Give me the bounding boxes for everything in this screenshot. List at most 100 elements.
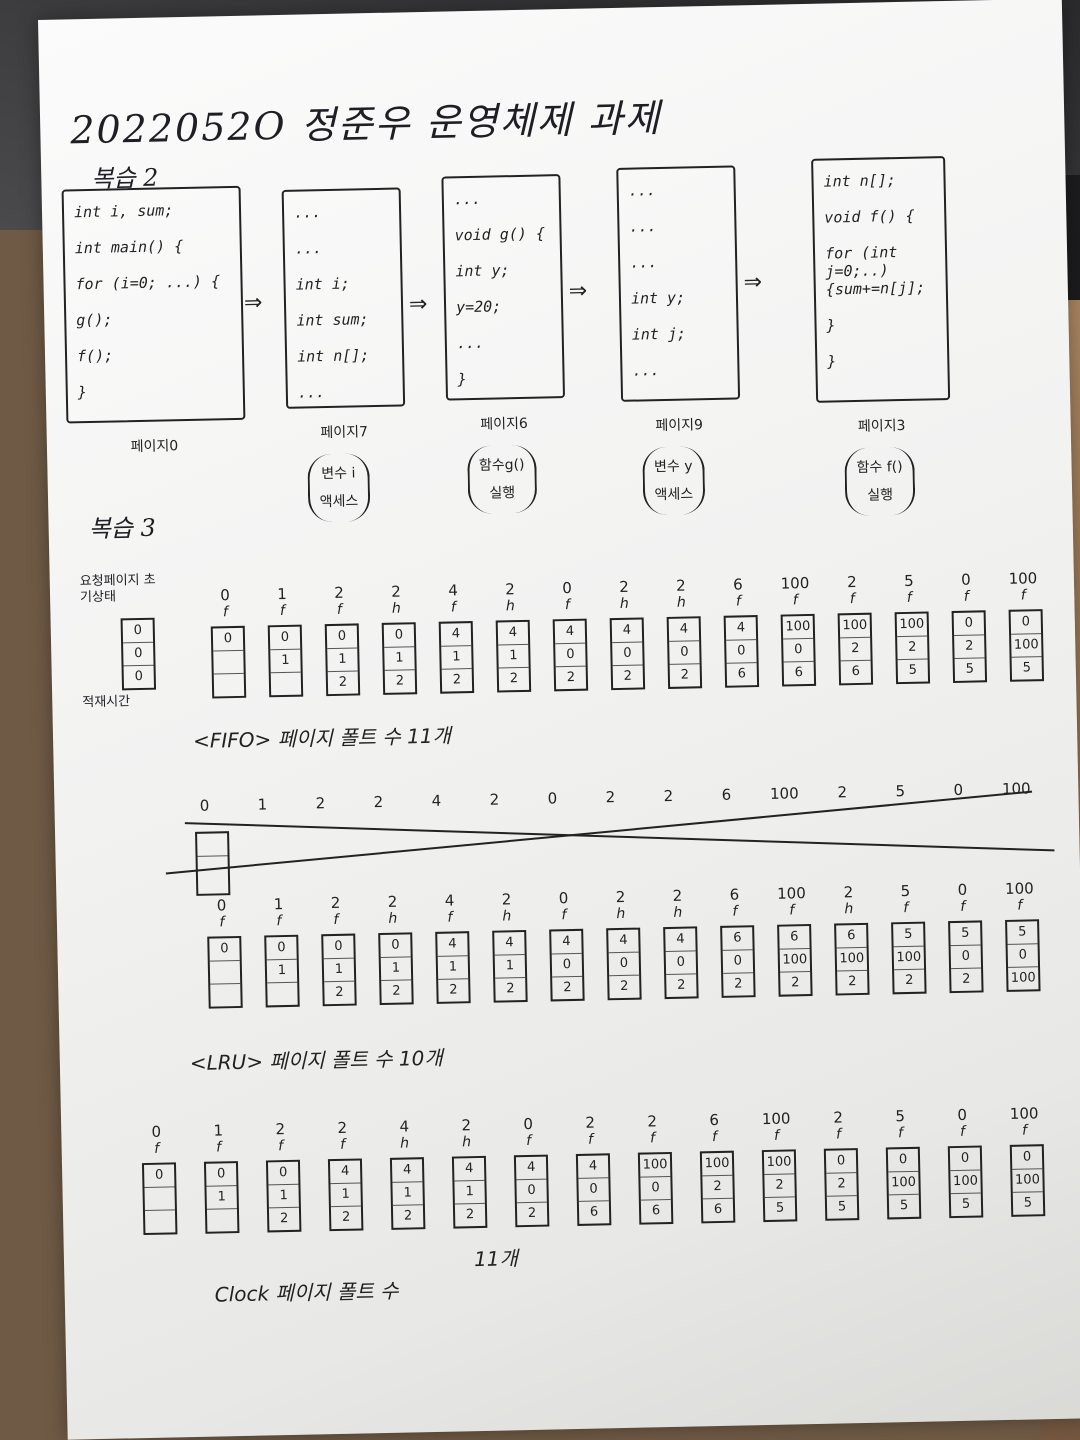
crossed-reference: 4 xyxy=(431,791,442,810)
frame-slot: 0 xyxy=(144,1164,175,1189)
frame-column: 0 xyxy=(207,935,243,1009)
hit-fault-mark: f xyxy=(219,914,225,931)
frame-slot: 5 xyxy=(1023,1195,1033,1211)
hit-fault-mark: f xyxy=(732,903,738,920)
access-note: 함수g()실행 xyxy=(466,444,538,515)
frame-slot: 0 xyxy=(266,936,297,961)
page-label: 페이지3 xyxy=(857,417,906,435)
code-line: ... xyxy=(628,181,656,200)
frame-slot: 2 xyxy=(702,1175,733,1200)
reference-value: 100 xyxy=(1004,879,1034,898)
frame-slot: 4 xyxy=(668,618,700,642)
frame-slot: 4 xyxy=(725,617,757,641)
reference-value: 2 xyxy=(843,883,854,902)
frame-slot: 0 xyxy=(1011,1146,1043,1170)
arrow-icon: ⇒ xyxy=(243,290,263,316)
hit-fault-mark: h xyxy=(505,598,515,615)
reference-value: 2 xyxy=(619,577,629,596)
hit-fault-mark: f xyxy=(279,602,286,620)
frame-slot: 6 xyxy=(722,927,753,951)
arrow-icon: ⇒ xyxy=(568,278,588,304)
hit-fault-mark: f xyxy=(711,1129,718,1146)
frame-slot: 1 xyxy=(330,1183,361,1208)
reference-value: 2 xyxy=(337,1118,348,1137)
reference-value: 2 xyxy=(672,886,683,905)
frame-slot: 4 xyxy=(551,930,582,955)
frame-slot: 100 xyxy=(893,946,925,971)
frame-slot: 100 xyxy=(763,1151,795,1176)
note-line: 실행 xyxy=(489,485,516,502)
load-time-label: 적재시간 xyxy=(82,694,131,711)
frame-slot: 2 xyxy=(527,1205,537,1221)
code-line: int main() { xyxy=(74,237,184,258)
hit-fault-mark: f xyxy=(897,1125,904,1142)
crossed-reference: 2 xyxy=(315,794,326,813)
reference-value: 2 xyxy=(846,572,857,592)
frame-slot: 1 xyxy=(392,1182,423,1206)
note-line: 변수 i xyxy=(321,465,356,483)
frame-slot: 4 xyxy=(329,1160,361,1185)
access-note: 함수 f()실행 xyxy=(844,446,916,517)
reference-value: 6 xyxy=(709,1110,720,1130)
frame-slot: 2 xyxy=(734,976,743,992)
initial-state-label: 요청페이지 초기상태 xyxy=(79,572,156,606)
frame-slot xyxy=(210,984,240,1007)
frame-slot: 2 xyxy=(335,984,344,1000)
hit-fault-mark: f xyxy=(339,1136,346,1153)
reference-value: 5 xyxy=(903,571,914,590)
frame-slot: 0 xyxy=(380,934,411,959)
frame-slot: 0 xyxy=(640,1177,671,1201)
frame-slot: 2 xyxy=(509,671,519,687)
frame-slot: 2 xyxy=(677,977,686,993)
hit-fault-mark: f xyxy=(450,599,457,616)
code-line: int y; xyxy=(630,288,686,308)
hit-fault-mark: h xyxy=(400,1135,410,1152)
frame-slot: 5 xyxy=(1007,921,1038,945)
hit-fault-mark: f xyxy=(773,1127,780,1144)
frame-slot: 0 xyxy=(887,1148,919,1173)
hit-fault-mark: f xyxy=(792,592,798,609)
hit-fault-mark: f xyxy=(963,588,969,605)
frame-slot: 6 xyxy=(713,1201,723,1218)
hit-fault-mark: f xyxy=(903,899,909,917)
hit-fault-mark: f xyxy=(835,1126,842,1143)
code-box: int i, sum;int main() { for (i=0; ...) {… xyxy=(61,185,246,424)
frame-slot: 2 xyxy=(566,669,576,686)
frame-slot: 0 xyxy=(205,1163,237,1187)
initial-state-frame: 0 0 0 xyxy=(120,617,157,691)
reference-value: 1 xyxy=(277,584,288,604)
frame-slot: 2 xyxy=(506,981,515,997)
frame-slot xyxy=(214,674,244,697)
page-label: 페이지7 xyxy=(320,424,369,442)
frame-slot: 0 xyxy=(612,642,643,667)
hit-fault-mark: f xyxy=(336,601,343,618)
crossed-frame xyxy=(195,831,231,896)
code-line: void f() { xyxy=(824,206,915,227)
frame-slot xyxy=(213,650,244,675)
frame-slot: 2 xyxy=(452,672,462,688)
reference-value: 2 xyxy=(387,892,398,911)
frame-slot: 4 xyxy=(497,621,529,646)
page-label: 페이지9 xyxy=(655,417,704,435)
frame-slot: 2 xyxy=(897,636,928,661)
frame-slot: 5 xyxy=(1022,660,1032,676)
frame-slot: 6 xyxy=(836,924,867,949)
hit-fault-mark: f xyxy=(906,589,912,606)
frame-slot: 5 xyxy=(837,1199,847,1215)
frame-slot: 2 xyxy=(826,1173,857,1197)
code-line: ... xyxy=(453,189,482,209)
frame-slot: 6 xyxy=(794,665,804,681)
